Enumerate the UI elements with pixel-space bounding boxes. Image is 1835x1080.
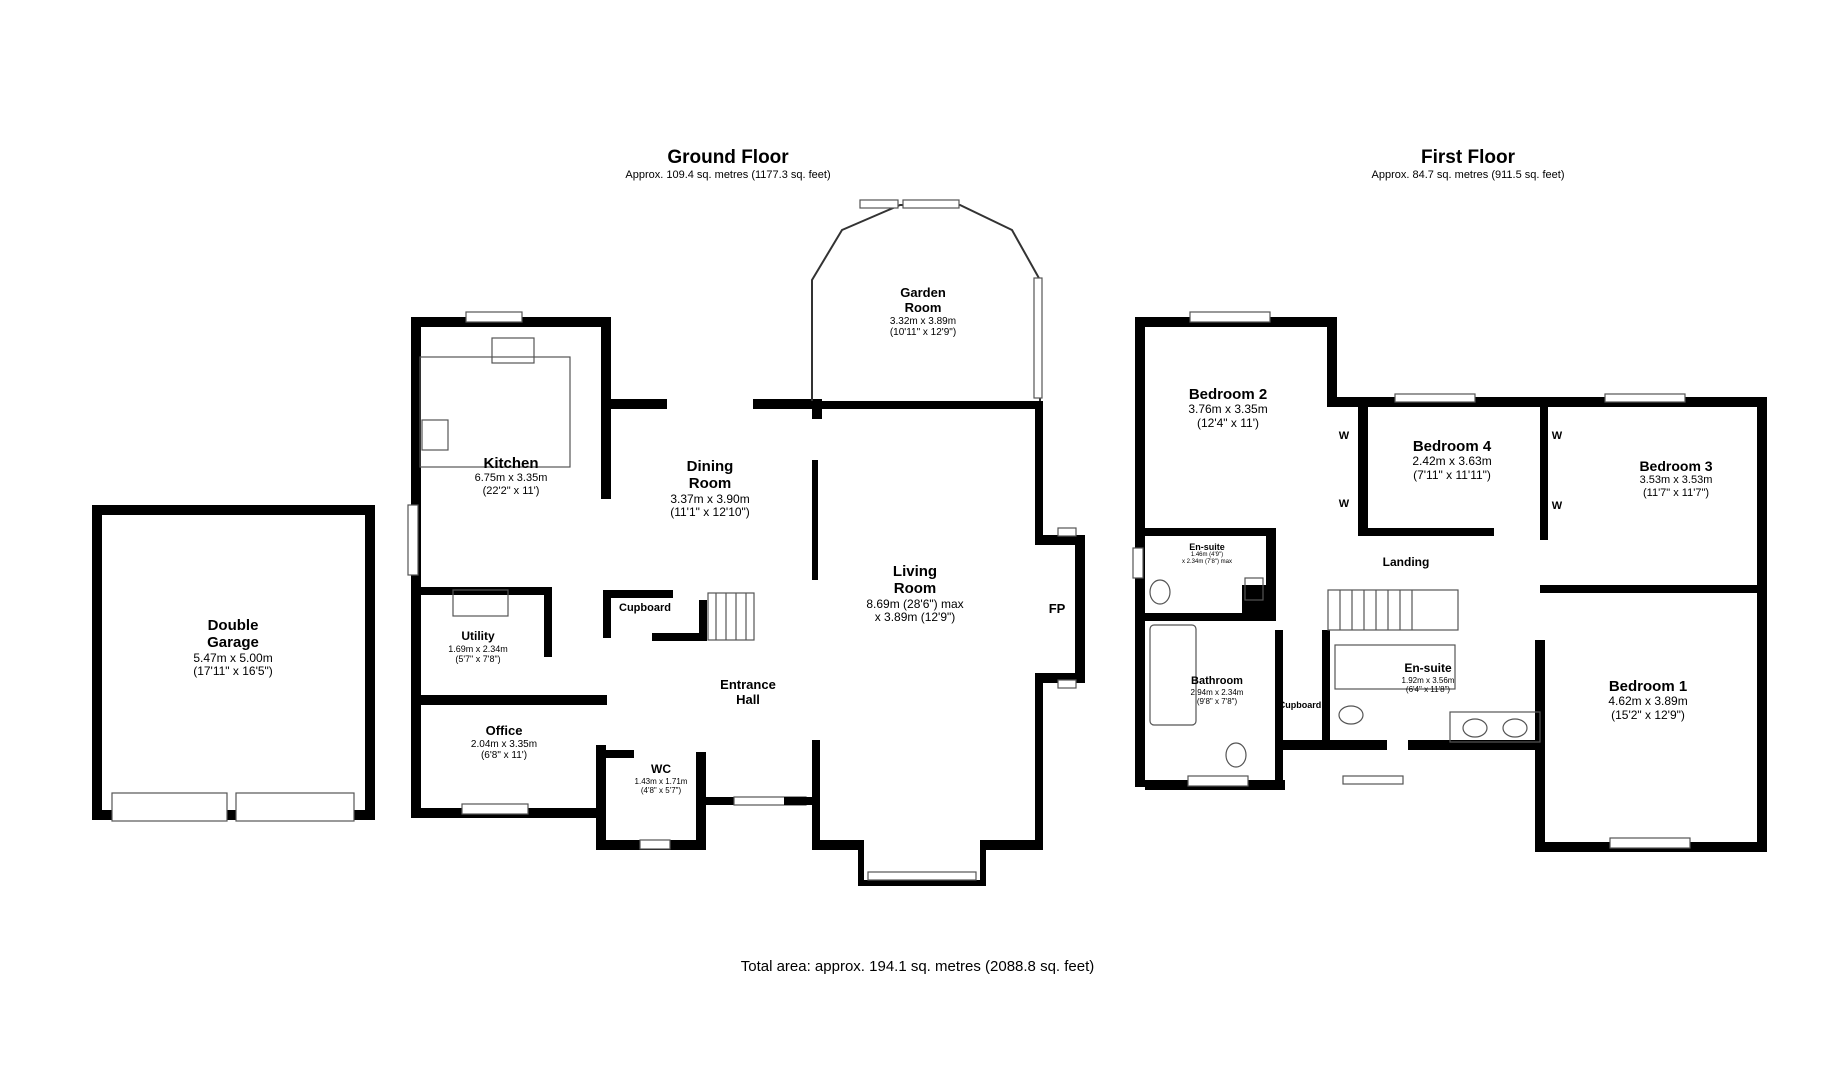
ground-floor-heading: Ground Floor Approx. 109.4 sq. metres (1… — [625, 147, 830, 181]
room-name: Kitchen — [483, 455, 539, 472]
room-bedroom-2: Bedroom 2 3.76m x 3.35m (12'4" x 11') — [1188, 386, 1267, 431]
room-name: Entrance — [720, 677, 776, 692]
room-cupboard-ground: Cupboard — [619, 602, 671, 615]
room-entrance-hall: Entrance Hall — [720, 677, 776, 708]
room-dim-metric: 2.04m x 3.35m — [470, 738, 538, 750]
room-dim-imperial: (5'7" x 7'8") — [455, 654, 501, 665]
room-dim-imperial: (12'4" x 11') — [1197, 416, 1259, 431]
room-utility: Utility 1.69m x 2.34m (5'7" x 7'8") — [448, 629, 508, 665]
room-dim-metric: 3.37m x 3.90m — [670, 491, 750, 506]
room-cupboard-first: Cupboard — [1279, 700, 1322, 710]
room-bedroom-1: Bedroom 1 4.62m x 3.89m (15'2" x 12'9") — [1608, 678, 1687, 723]
first-floor-area: Approx. 84.7 sq. metres (911.5 sq. feet) — [1371, 168, 1565, 181]
room-dim-metric: 2.94m x 2.34m — [1190, 687, 1244, 697]
room-kitchen: Kitchen 6.75m x 3.35m (22'2" x 11') — [475, 455, 548, 498]
room-dim-metric: 4.62m x 3.89m — [1608, 694, 1688, 709]
room-dim-metric: 1.69m x 2.34m — [448, 643, 508, 654]
room-dim-imperial: (15'2" x 12'9") — [1611, 708, 1685, 723]
room-dim-metric: 8.69m (28'6") max — [866, 596, 964, 611]
room-fireplace: FP — [1048, 601, 1066, 617]
room-name: Bathroom — [1191, 675, 1243, 687]
room-dim-imperial: (22'2" x 11') — [482, 484, 540, 497]
room-name: Bedroom 1 — [1608, 678, 1688, 695]
room-name: Living — [892, 563, 938, 580]
room-dim-imperial: (17'11" x 16'5") — [193, 664, 273, 679]
room-dim-imperial: x 3.89m (12'9") — [874, 610, 956, 625]
room-dim-imperial: x 2.34m (7'8") max — [1182, 559, 1232, 566]
room-bedroom-3: Bedroom 3 3.53m x 3.53m (11'7" x 11'7") — [1639, 458, 1712, 499]
room-dim-metric: 6.75m x 3.35m — [474, 472, 548, 485]
room-dim-metric: 3.32m x 3.89m — [889, 315, 957, 327]
room-living-room: Living Room 8.69m (28'6") max x 3.89m (1… — [866, 563, 963, 625]
room-dim-metric: 3.53m x 3.53m — [1639, 474, 1713, 487]
room-ensuite-bedroom-1: En-suite 1.92m x 3.56m (6'4" x 11'8") — [1401, 661, 1455, 694]
room-name: Office — [485, 723, 523, 738]
first-floor-title: First Floor — [1421, 147, 1515, 168]
wardrobe-label: W — [1338, 430, 1350, 442]
room-name: Room — [893, 580, 937, 598]
room-name: Cupboard — [619, 602, 671, 614]
room-name: Utility — [461, 629, 495, 643]
room-name: Room — [904, 299, 942, 315]
room-landing: Landing — [1382, 555, 1430, 570]
room-name: En-suite — [1189, 542, 1225, 552]
room-dim-metric: 5.47m x 5.00m — [193, 650, 273, 665]
room-name: Dining — [686, 458, 734, 475]
room-office: Office 2.04m x 3.35m (6'8" x 11') — [470, 723, 538, 762]
room-name: Cupboard — [1278, 700, 1322, 710]
room-name: Garden — [900, 285, 946, 300]
room-dim-imperial: (9'8" x 7'8") — [1196, 696, 1238, 706]
wardrobe-label: W — [1338, 498, 1350, 510]
room-dim-imperial: (11'1" x 12'10") — [670, 505, 750, 520]
wardrobe-label: W — [1551, 430, 1563, 442]
garage-walls — [92, 505, 375, 822]
room-dining-room: Dining Room 3.37m x 3.90m (11'1" x 12'10… — [670, 458, 750, 520]
room-name: WC — [650, 762, 671, 776]
room-double-garage: Double Garage 5.47m x 5.00m (17'11" x 16… — [193, 617, 273, 679]
room-dim-imperial: (11'7" x 11'7") — [1642, 486, 1710, 499]
room-name: Bedroom 4 — [1412, 438, 1492, 455]
kitchen-fixtures — [419, 337, 571, 617]
wardrobe-label: W — [1551, 500, 1563, 512]
room-name: Hall — [736, 691, 760, 707]
room-name: En-suite — [1404, 661, 1452, 675]
room-name: Garage — [207, 634, 259, 652]
total-area: Total area: approx. 194.1 sq. metres (20… — [740, 958, 1095, 975]
room-ensuite-bedroom-2: En-suite 1.46m (4'9") x 2.34m (7'8") max — [1182, 542, 1232, 566]
room-bedroom-4: Bedroom 4 2.42m x 3.63m (7'11" x 11'11") — [1412, 438, 1491, 483]
ground-floor-walls — [407, 199, 1085, 886]
first-floor-heading: First Floor Approx. 84.7 sq. metres (911… — [1371, 147, 1564, 181]
room-name: Landing — [1382, 555, 1430, 569]
room-dim-imperial: (10'11" x 12'9") — [889, 327, 957, 339]
room-dim-imperial: (6'4" x 11'8") — [1405, 684, 1451, 694]
room-name: Bedroom 3 — [1639, 458, 1713, 474]
ground-floor-title: Ground Floor — [667, 147, 789, 168]
room-dim-imperial: (4'8" x 5'7") — [640, 785, 682, 795]
room-garden-room: Garden Room 3.32m x 3.89m (10'11" x 12'9… — [889, 285, 957, 339]
first-floor-walls — [1132, 311, 1767, 852]
room-dim-metric: 1.92m x 3.56m — [1401, 675, 1455, 685]
room-dim-imperial: (6'8" x 11') — [480, 750, 528, 762]
room-name: Room — [688, 475, 732, 493]
room-bathroom: Bathroom 2.94m x 2.34m (9'8" x 7'8") — [1191, 675, 1244, 706]
room-name: Double — [207, 617, 259, 634]
room-name: Bedroom 2 — [1188, 386, 1268, 403]
ground-floor-area: Approx. 109.4 sq. metres (1177.3 sq. fee… — [625, 168, 831, 181]
fireplace-label: FP — [1048, 601, 1066, 616]
room-wc: WC 1.43m x 1.71m (4'8" x 5'7") — [634, 762, 688, 795]
room-dim-metric: 1.43m x 1.71m — [634, 776, 688, 786]
room-dim-metric: 1.46m (4'9") — [1190, 552, 1224, 559]
room-dim-metric: 3.76m x 3.35m — [1188, 402, 1268, 417]
room-dim-metric: 2.42m x 3.63m — [1412, 454, 1492, 469]
room-dim-imperial: (7'11" x 11'11") — [1413, 468, 1491, 483]
